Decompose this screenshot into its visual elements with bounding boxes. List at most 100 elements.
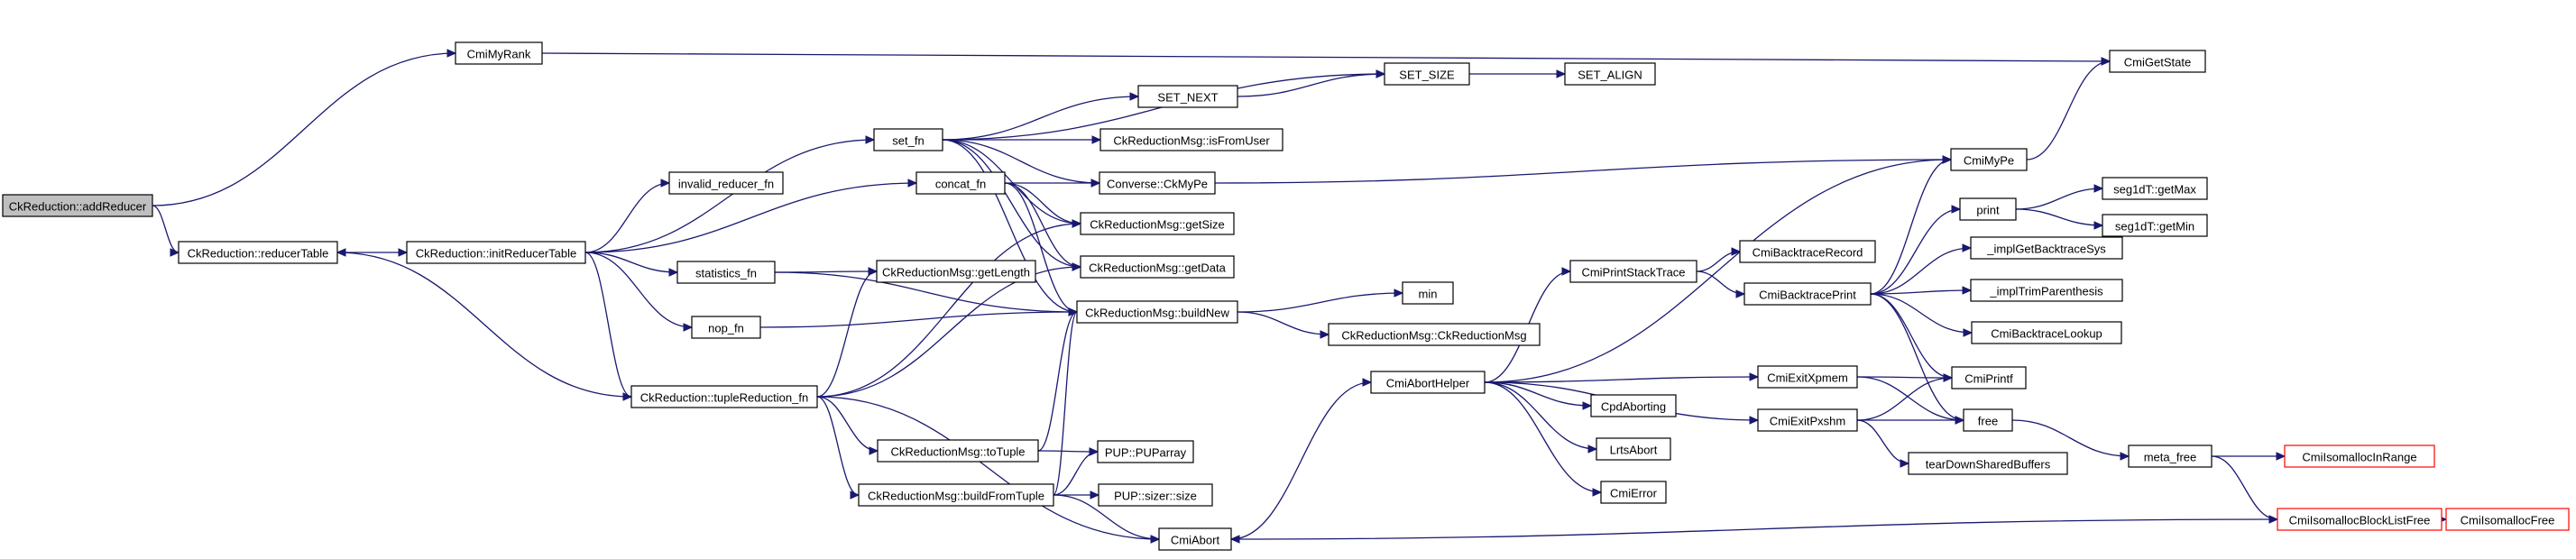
node-label: CmiBacktraceRecord xyxy=(1753,246,1863,260)
node-cmiAbort[interactable]: CmiAbort xyxy=(1158,527,1232,551)
node-label: CmiBacktracePrint xyxy=(1759,289,1856,302)
node-buildNew[interactable]: CkReductionMsg::buildNew xyxy=(1076,300,1238,324)
node-getLength[interactable]: CkReductionMsg::getLength xyxy=(876,260,1036,283)
node-label: free xyxy=(1978,415,1998,428)
node-cmiIsomallocInRange[interactable]: CmiIsomallocInRange xyxy=(2284,444,2435,468)
node-box xyxy=(2109,50,2206,73)
call-edge-initReducerTable-to-statisticsFn xyxy=(584,252,678,273)
node-label: nop_fn xyxy=(708,322,744,335)
node-concatFn[interactable]: concat_fn xyxy=(915,171,1006,195)
node-label: CkReduction::initReducerTable xyxy=(416,247,576,261)
call-edge-cmiAbortHelper-to-cmiError xyxy=(1484,381,1602,493)
node-box xyxy=(1098,483,1213,507)
node-cmiIsomallocBlockListFree[interactable]: CmiIsomallocBlockListFree xyxy=(2277,508,2443,531)
call-edge-cmiExitXpmem-to-free xyxy=(1856,376,1964,421)
node-sizerSize[interactable]: PUP::sizer::size xyxy=(1098,483,1213,507)
node-cmiGetState[interactable]: CmiGetState xyxy=(2109,50,2206,73)
node-getData[interactable]: CkReductionMsg::getData xyxy=(1080,255,1235,279)
node-tupleReduction[interactable]: CkReduction::tupleReduction_fn xyxy=(630,385,818,408)
node-free[interactable]: free xyxy=(1963,408,2013,432)
node-ckReductionMsgCtor[interactable]: CkReductionMsg::CkReductionMsg xyxy=(1328,323,1541,346)
call-edge-initReducerTable-to-concatFn xyxy=(584,182,917,253)
node-reducerTable[interactable]: CkReduction::reducerTable xyxy=(178,241,338,264)
node-puparray[interactable]: PUP::PUParray xyxy=(1097,440,1194,463)
node-label: CpdAborting xyxy=(1601,400,1666,414)
node-statisticsFn[interactable]: statistics_fn xyxy=(676,261,776,284)
node-box xyxy=(1757,365,1858,389)
node-toTuple[interactable]: CkReductionMsg::toTuple xyxy=(877,439,1039,463)
node-box xyxy=(1739,240,1876,263)
node-initReducerTable[interactable]: CkReduction::initReducerTable xyxy=(406,241,586,264)
node-cmiMyRank[interactable]: CmiMyRank xyxy=(455,41,543,65)
node-cmiPrintStackTrace[interactable]: CmiPrintStackTrace xyxy=(1569,260,1697,283)
node-metaFree[interactable]: meta_free xyxy=(2128,444,2213,468)
node-box xyxy=(873,128,943,151)
node-lrtsAbort[interactable]: LrtsAbort xyxy=(1596,437,1671,461)
arrowhead-cmiAbortHelper xyxy=(1362,378,1373,387)
node-print[interactable]: print xyxy=(1959,197,2017,221)
node-cmiError[interactable]: CmiError xyxy=(1600,481,1667,504)
node-cmiExitPxshm[interactable]: CmiExitPxshm xyxy=(1757,408,1858,432)
node-cmiMyPe[interactable]: CmiMyPe xyxy=(1950,148,2028,171)
node-cmiAbortHelper[interactable]: CmiAbortHelper xyxy=(1370,371,1486,394)
call-edge-cmiIsomallocBlockListFree-to-cmiAbort xyxy=(1230,518,2278,540)
node-cpdAborting[interactable]: CpdAborting xyxy=(1590,394,1677,417)
node-box xyxy=(1370,371,1486,394)
node-isFromUser[interactable]: CkReductionMsg::isFromUser xyxy=(1099,128,1283,151)
node-setFn[interactable]: set_fn xyxy=(873,128,943,151)
node-label: _implTrimParenthesis xyxy=(1989,285,2103,298)
node-cmiBacktraceLookup[interactable]: CmiBacktraceLookup xyxy=(1971,321,2122,344)
arrowhead-setFn xyxy=(865,135,876,144)
node-box xyxy=(876,260,1036,283)
node-tearDownSharedBuffers[interactable]: tearDownSharedBuffers xyxy=(1908,452,2068,475)
node-label: CkReductionMsg::getSize xyxy=(1090,218,1225,232)
node-box xyxy=(1564,62,1656,86)
node-implTrimParenthesis[interactable]: _implTrimParenthesis xyxy=(1970,279,2123,302)
node-cmiPrintf[interactable]: CmiPrintf xyxy=(1951,366,2027,389)
call-edge-cmiAbortHelper-to-cmiExitXpmem xyxy=(1484,376,1759,383)
node-box xyxy=(1097,440,1194,463)
arrowhead-nopFn xyxy=(683,323,694,332)
node-invalidReducer[interactable]: invalid_reducer_fn xyxy=(668,171,784,195)
node-segGetMin[interactable]: seg1dT::getMin xyxy=(2102,214,2208,237)
arrowhead-sizerSize xyxy=(1090,490,1100,499)
node-box xyxy=(1959,197,2017,221)
call-edge-print-to-segGetMin xyxy=(2015,208,2103,226)
node-ckMyPe[interactable]: Converse::CkMyPe xyxy=(1099,171,1216,195)
node-setSize[interactable]: SET_SIZE xyxy=(1384,62,1470,86)
node-box xyxy=(1971,321,2122,344)
node-setNext[interactable]: SET_NEXT xyxy=(1137,85,1238,108)
arrowhead-initReducerTable xyxy=(398,248,409,257)
call-edge-ckMyPe-to-cmiMyPe xyxy=(1214,159,1952,184)
arrowhead-getLength xyxy=(868,267,879,276)
node-label: CmiAbort xyxy=(1171,534,1220,547)
node-buildFromTuple[interactable]: CkReductionMsg::buildFromTuple xyxy=(858,483,1054,507)
node-box xyxy=(1590,394,1677,417)
node-label: seg1dT::getMax xyxy=(2113,183,2196,197)
node-box xyxy=(1970,236,2123,260)
node-setAlign[interactable]: SET_ALIGN xyxy=(1564,62,1656,86)
call-edge-free-to-metaFree xyxy=(2011,419,2130,457)
node-label: CmiBacktraceLookup xyxy=(1991,327,2102,341)
node-label: tearDownSharedBuffers xyxy=(1926,458,2051,472)
arrowhead-concatFn xyxy=(907,179,918,188)
node-box xyxy=(2284,444,2435,468)
node-box xyxy=(1600,481,1667,504)
node-label: CmiMyPe xyxy=(1964,154,2014,168)
arrowhead-getData xyxy=(1072,262,1082,271)
node-getSize[interactable]: CkReductionMsg::getSize xyxy=(1080,212,1235,235)
node-cmiBacktracePrint[interactable]: CmiBacktracePrint xyxy=(1743,282,1872,306)
node-cmiExitXpmem[interactable]: CmiExitXpmem xyxy=(1757,365,1858,389)
node-label: set_fn xyxy=(892,134,924,148)
node-cmiIsomallocFree[interactable]: CmiIsomallocFree xyxy=(2445,508,2570,531)
node-nopFn[interactable]: nop_fn xyxy=(691,316,761,339)
node-addReducer[interactable]: CkReduction::addReducer xyxy=(2,194,153,217)
arrowhead-implTrimParenthesis xyxy=(1962,286,1973,295)
arrowhead-puparray xyxy=(1089,447,1099,456)
node-cmiBacktraceRecord[interactable]: CmiBacktraceRecord xyxy=(1739,240,1876,263)
arrowhead-invalidReducer xyxy=(660,179,671,188)
node-segGetMax[interactable]: seg1dT::getMax xyxy=(2102,177,2208,200)
node-implGetBacktraceSys[interactable]: _implGetBacktraceSys xyxy=(1970,236,2123,260)
node-min[interactable]: min xyxy=(1402,281,1454,305)
node-box xyxy=(858,483,1054,507)
